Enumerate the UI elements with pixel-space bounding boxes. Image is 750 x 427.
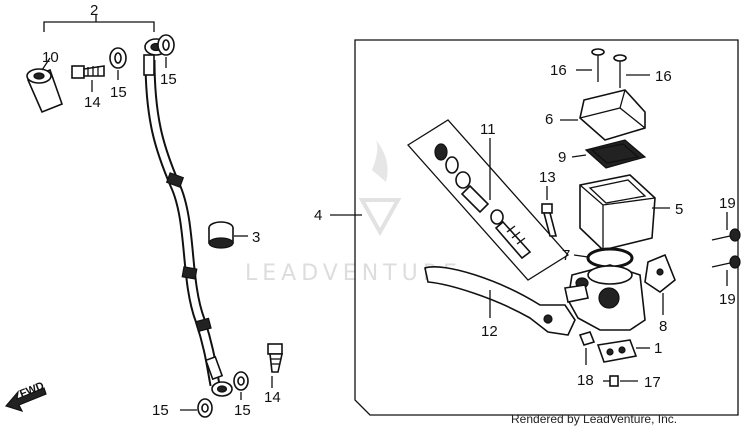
callout-7: 7 [562,247,570,264]
forward-direction-indicator: FWD [4,380,47,412]
hose-clamp [208,221,248,249]
callout-16-b: 16 [655,68,672,85]
callout-14-upper: 14 [84,94,101,111]
callout-2: 2 [90,2,98,19]
holder-bolts [711,212,741,286]
callout-15-a: 15 [110,84,127,101]
reservoir-cap [560,89,646,141]
sealing-washers [109,34,249,418]
watermark: LEADVENTURE [245,140,462,286]
callout-19-upper: 19 [719,195,736,212]
assembly-frame [354,39,739,416]
callout-16-a: 16 [550,62,567,79]
callout-10: 10 [42,49,59,66]
callout-14-lower: 14 [264,389,281,406]
diaphragm [571,139,647,169]
callout-18: 18 [577,372,594,389]
brake-lever [424,266,576,336]
callout-19-lower: 19 [719,291,736,308]
callout-8: 8 [659,318,667,335]
oil-bolt-lower [267,343,283,388]
mirror-holder [644,253,676,315]
pivot-bolt [541,186,558,237]
o-ring [573,247,634,269]
master-cylinder-reservoir [579,174,670,251]
piston-kit [407,119,569,281]
callout-13: 13 [539,169,556,186]
callout-15-b: 15 [160,71,177,88]
callout-17: 17 [644,374,661,391]
switch-nut [578,331,596,365]
callout-15-d: 15 [234,402,251,419]
callout-12: 12 [481,323,498,340]
switch-screw [603,375,638,387]
callout-1: 1 [654,340,662,357]
callout-6: 6 [545,111,553,128]
oil-bolt-upper [71,65,105,92]
callout-9: 9 [558,149,566,166]
callout-3: 3 [252,229,260,246]
hose-cover-cap [26,57,64,114]
callout-labels: 2 10 14 15 15 3 14 15 15 4 11 12 13 16 1… [42,2,736,419]
master-cylinder-body [564,264,646,331]
callout-4: 4 [314,207,322,224]
callout-5: 5 [675,201,683,218]
callout-15-c: 15 [152,402,169,419]
brake-hose-assembly [43,14,233,397]
callout-11: 11 [480,121,496,138]
render-credit: Rendered by LeadVenture, Inc. [511,412,677,426]
watermark-text: LEADVENTURE [245,261,462,286]
stop-switch [596,339,650,363]
cap-screws [576,48,650,88]
